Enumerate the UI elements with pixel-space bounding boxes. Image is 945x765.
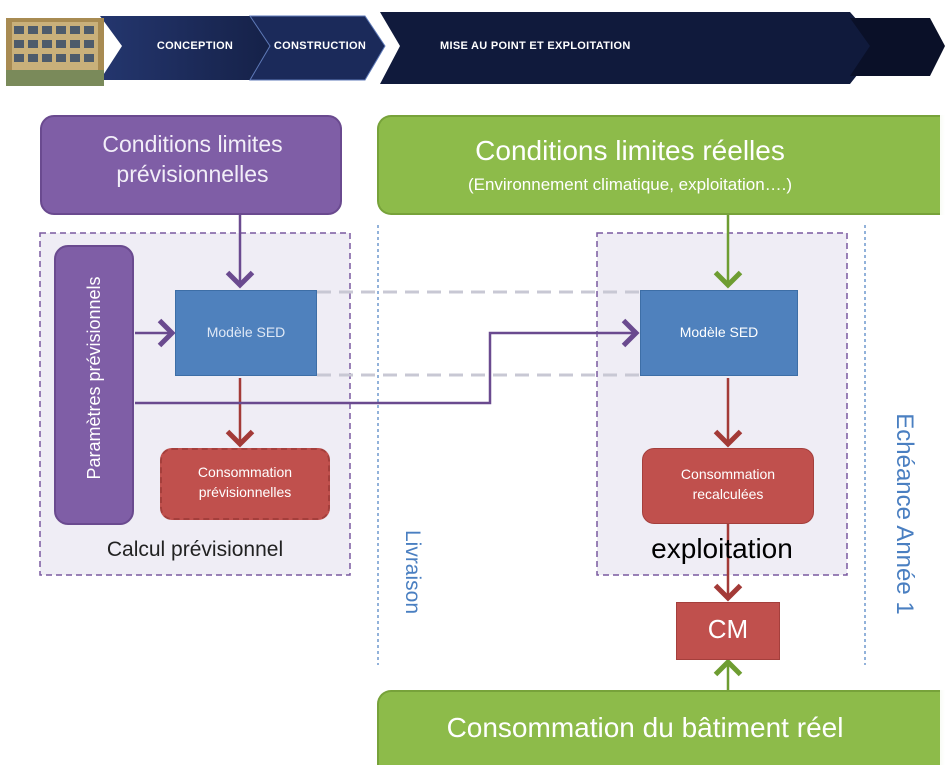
conditions-previsionnelles-box [40, 115, 342, 215]
consommation-recalculees-label: Consommation recalculées [680, 466, 776, 502]
step-exploitation: MISE AU POINT ET EXPLOITATION [440, 40, 631, 52]
consommation-previsionnelles-label: Consommation prévisionnelles [197, 464, 293, 500]
cm-box [676, 602, 780, 660]
conditions-reelles-subtitle: (Environnement climatique, exploitation…… [467, 175, 793, 194]
modele-sed-right [640, 290, 798, 376]
parametres-label: Paramètres prévisionnels [84, 276, 104, 480]
conditions-reelles-title: Conditions limites réelles [475, 135, 785, 166]
consommation-recalculees-box [642, 448, 814, 524]
consommation-previsionnelles-box [160, 448, 330, 520]
building-icon [6, 18, 104, 86]
arrow-parametres-to-right-modele [135, 318, 640, 405]
modele-sed-left [175, 290, 317, 376]
livraison-label: Livraison [401, 529, 424, 615]
modele-sed-left-label: Modèle SED [206, 324, 286, 340]
batiment-reel-label: Consommation du bâtiment réel [446, 712, 844, 743]
modele-sed-right-label: Modèle SED [679, 324, 759, 340]
parametres-box [54, 245, 134, 525]
cm-label: CM [707, 614, 749, 644]
phase-banner [100, 12, 945, 84]
exploitation-label: exploitation [651, 533, 793, 564]
conditions-previsionnelles-label: Conditions limites prévisionnelles [102, 131, 283, 187]
conditions-reelles-box [377, 115, 940, 215]
step-conception: CONCEPTION [156, 40, 234, 52]
step-construction: CONSTRUCTION [273, 40, 367, 52]
echeance-label: Echéance Année 1 [891, 413, 918, 615]
batiment-reel-box [377, 690, 940, 765]
calcul-previsionnel-label: Calcul prévisionnel [106, 538, 284, 561]
